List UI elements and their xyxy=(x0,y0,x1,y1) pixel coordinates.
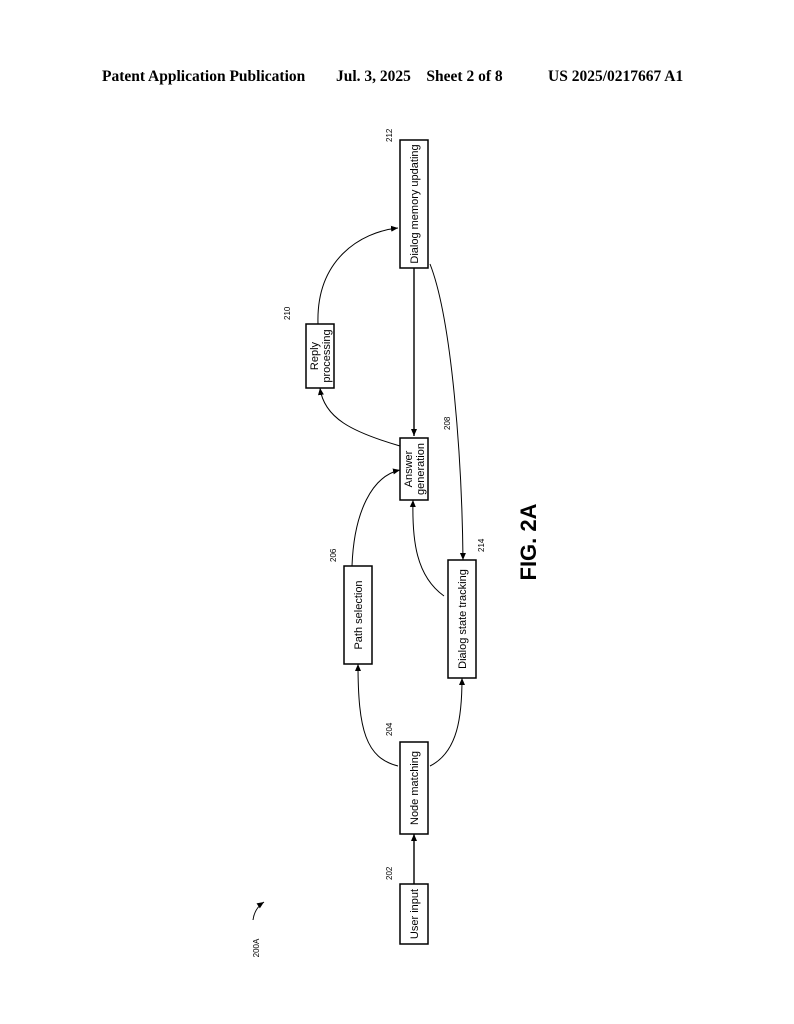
edges xyxy=(317,225,466,884)
node-reply-label-1: Reply xyxy=(309,341,321,370)
node-reply-processing: Reply processing 210 xyxy=(283,306,335,389)
edge-matching-to-state xyxy=(429,677,465,767)
edge-reply-to-memory xyxy=(317,225,399,325)
figure-ref-arrow xyxy=(252,901,265,921)
header-date-sheet: Jul. 3, 2025 Sheet 2 of 8 xyxy=(336,68,503,85)
node-answer-ref: 208 xyxy=(443,416,452,430)
node-user-input-ref: 202 xyxy=(385,866,394,880)
figure-ref-label: 200A xyxy=(252,938,261,957)
node-node-matching: Node matching 204 xyxy=(385,722,429,835)
node-matching-label: Node matching xyxy=(409,751,421,825)
node-user-input: User input 202 xyxy=(385,866,429,945)
node-path-label: Path selection xyxy=(353,580,365,649)
node-dialog-memory: Dialog memory updating 212 xyxy=(385,128,429,269)
node-state-ref: 214 xyxy=(477,538,486,552)
node-path-ref: 206 xyxy=(329,548,338,562)
edge-memory-to-state xyxy=(429,263,466,561)
edge-path-to-answer xyxy=(351,468,401,567)
node-reply-label-2: processing xyxy=(321,329,333,382)
node-dialog-state: Dialog state tracking 214 xyxy=(447,538,486,679)
node-answer-label-1: Answer xyxy=(403,450,415,487)
node-memory-label: Dialog memory updating xyxy=(409,144,421,263)
edge-answer-to-reply xyxy=(317,387,401,447)
node-memory-ref: 212 xyxy=(385,128,394,142)
edge-matching-to-path xyxy=(355,663,399,767)
node-matching-ref: 204 xyxy=(385,722,394,736)
node-state-label: Dialog state tracking xyxy=(457,569,469,669)
node-answer-generation: Answer generation 208 xyxy=(399,416,452,501)
node-reply-ref: 210 xyxy=(283,306,292,320)
edge-state-to-answer xyxy=(409,499,445,597)
header-publication: Patent Application Publication xyxy=(102,68,306,85)
figure-ref-200A: 200A xyxy=(252,901,265,957)
node-path-selection: Path selection 206 xyxy=(329,548,373,665)
node-answer-label-2: generation xyxy=(415,443,427,495)
node-user-input-label: User input xyxy=(409,889,421,939)
figure-caption: FIG. 2A xyxy=(516,503,541,580)
header-patent-number: US 2025/0217667 A1 xyxy=(548,68,684,85)
